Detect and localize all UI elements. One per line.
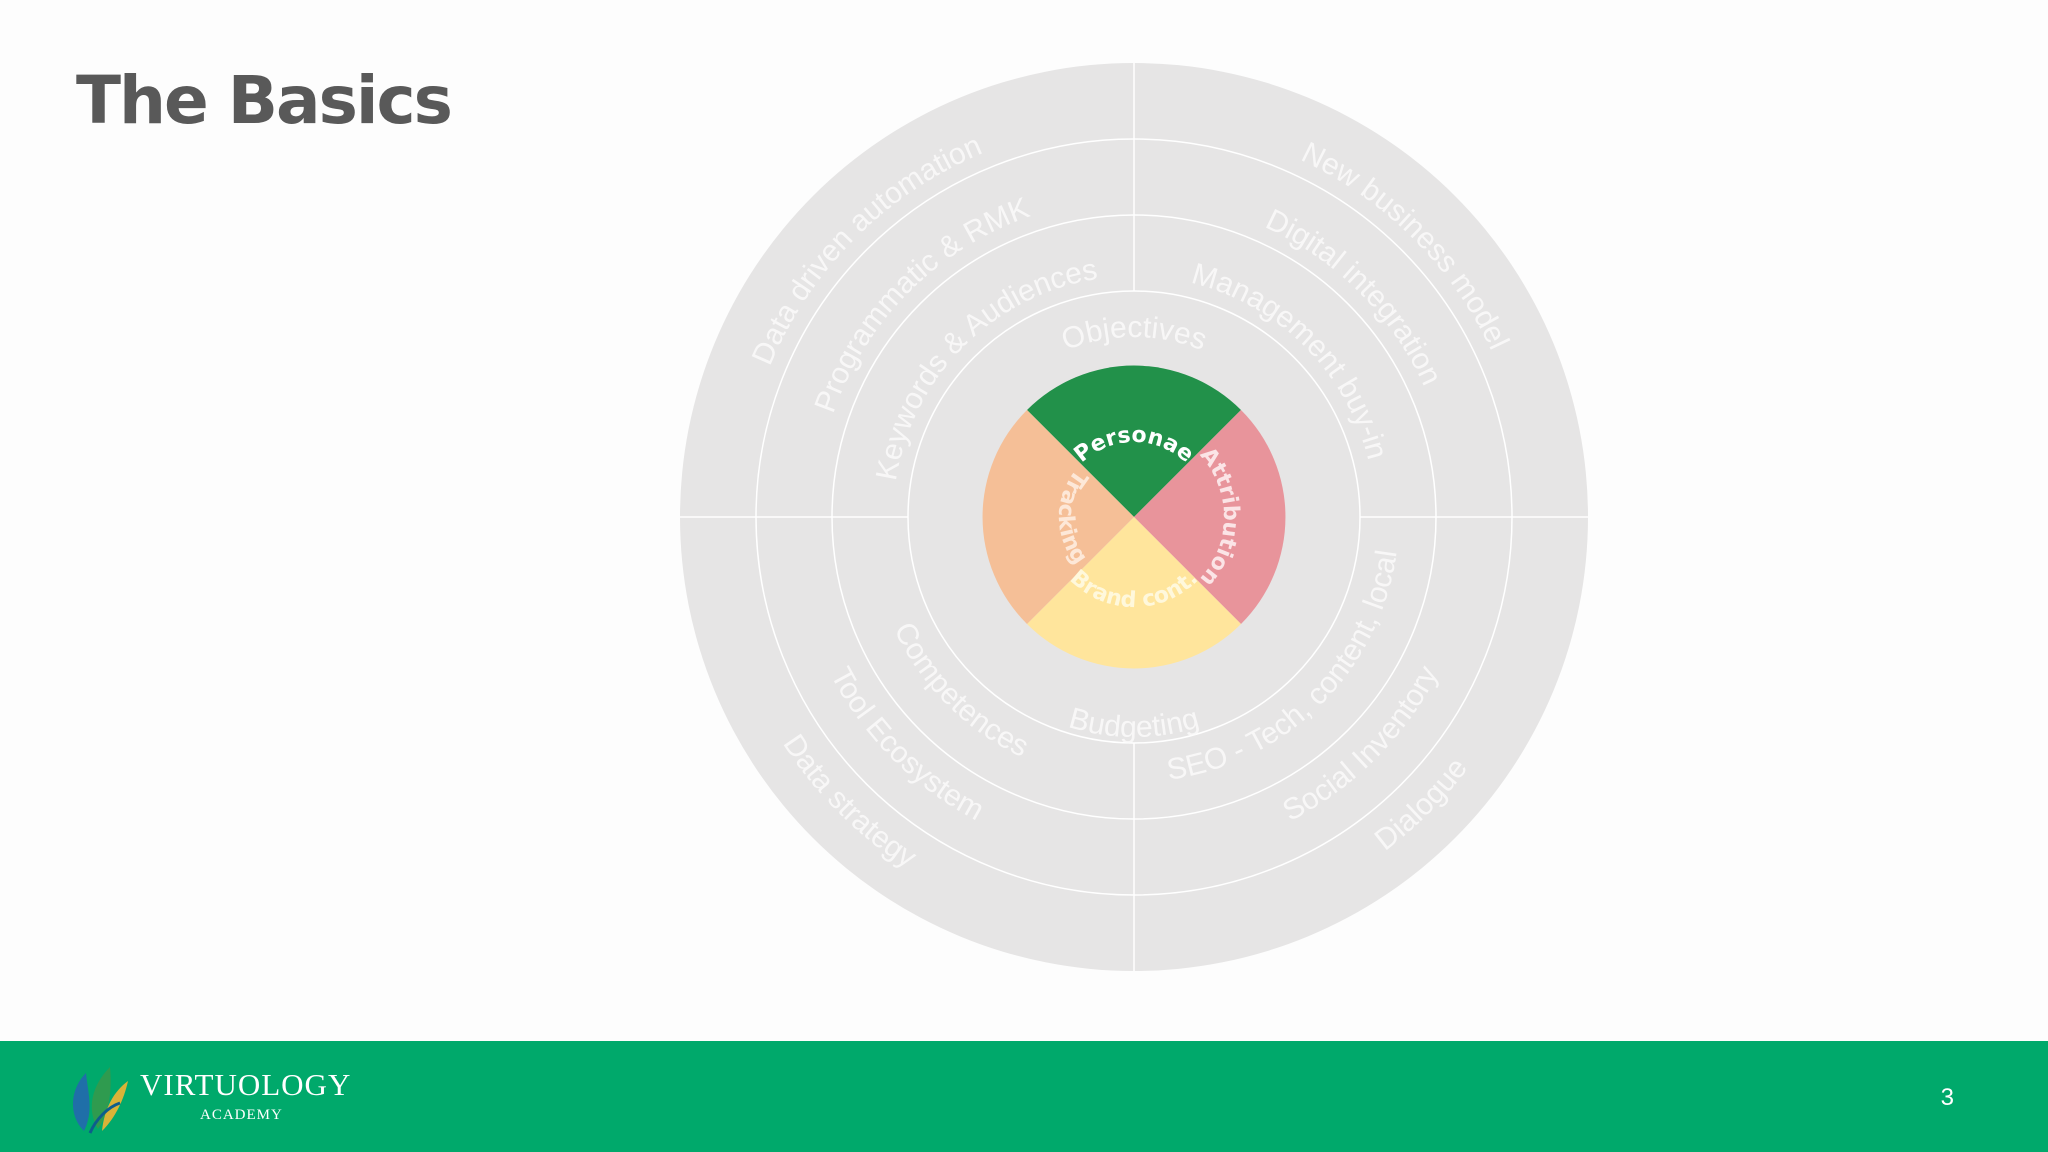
core-segment-brand-content bbox=[1027, 517, 1241, 669]
logo-name: VIRTUOLOGY bbox=[140, 1067, 352, 1102]
page-number: 3 bbox=[1940, 1084, 1954, 1111]
core-segment-tracking bbox=[982, 410, 1134, 624]
footer-bar: VIRTUOLOGY ACADEMY 3 bbox=[0, 1041, 2048, 1152]
core-segment-attribution bbox=[1134, 410, 1286, 624]
virtuology-logo: VIRTUOLOGY ACADEMY bbox=[68, 1059, 368, 1139]
core-circle: Personae Attribution Brand cont. Trackin… bbox=[982, 365, 1286, 669]
logo-subtitle: ACADEMY bbox=[200, 1107, 283, 1123]
core-segment-personae bbox=[1027, 365, 1241, 517]
leaf-logo-icon bbox=[72, 1067, 128, 1134]
slide-title: The Basics bbox=[76, 62, 453, 139]
maturity-wheel-diagram: Objectives Budgeting Keywords & Audience… bbox=[680, 63, 1588, 971]
